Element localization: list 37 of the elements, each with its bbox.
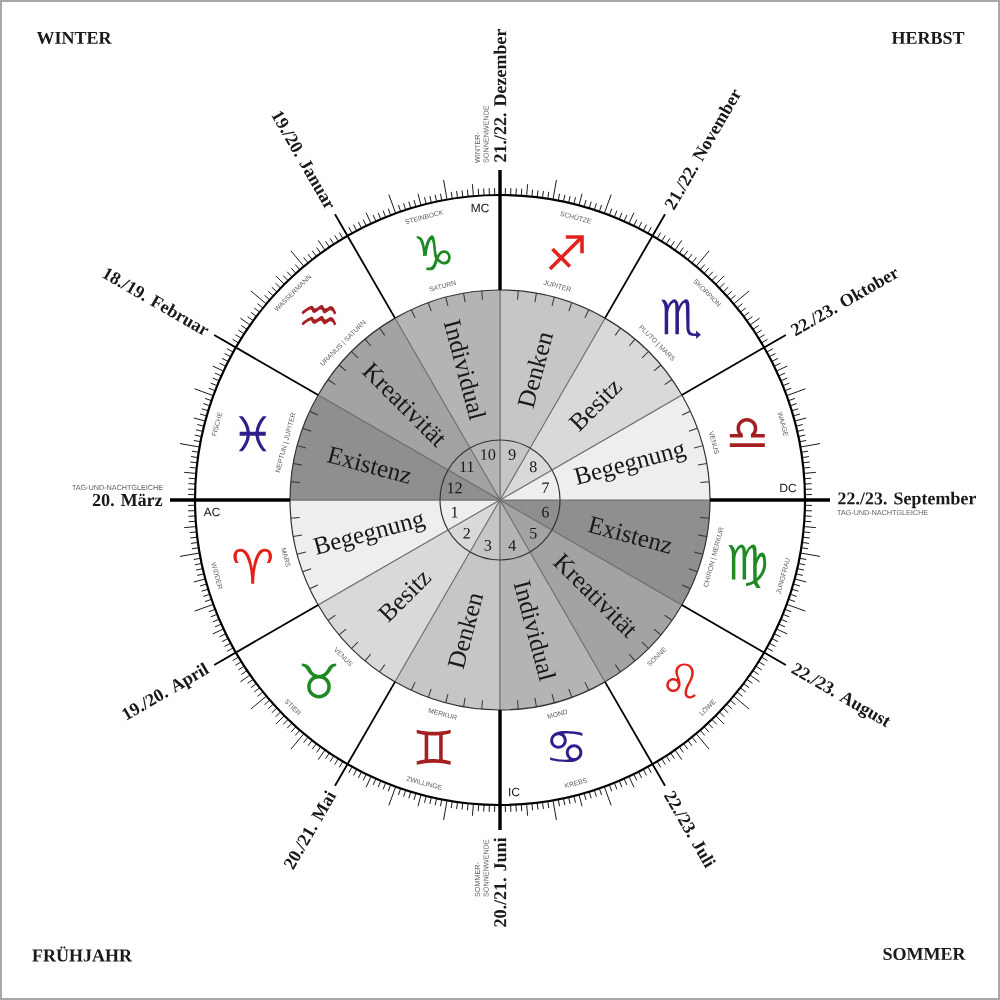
date-label: 21./22. Dezember [493, 29, 507, 162]
zodiac-symbol: ♌ [666, 663, 696, 699]
house-number: 6 [542, 506, 549, 518]
zodiac-symbol: ♈ [233, 548, 272, 584]
zodiac-symbol: ♎ [729, 418, 765, 447]
house-number: 7 [542, 482, 549, 494]
zodiac-symbol: ♐ [548, 235, 584, 271]
season-label: WINTER [36, 31, 112, 44]
date-label: 22./23. September [838, 491, 976, 509]
date-label: 20. März [92, 493, 163, 507]
season-label: FRÜHJAHR [32, 946, 133, 962]
zodiac-symbol: ♊ [416, 729, 451, 765]
house-number: 12 [448, 482, 462, 494]
house-number: 8 [529, 461, 537, 473]
zodiac-symbol: ♓ [238, 416, 267, 452]
season-label: HERBST [891, 31, 965, 45]
house-number: 10 [481, 449, 496, 460]
house-name: Denken [447, 594, 484, 670]
zodiac-symbol: ♉ [301, 663, 337, 699]
house-name: Existenz [326, 446, 411, 484]
house-number: 2 [463, 527, 470, 539]
house-number: 1 [452, 506, 458, 518]
house-name: Begegnung [312, 513, 426, 555]
house-name: Begegnung [573, 443, 687, 485]
house-number: 4 [508, 540, 516, 551]
zodiac-symbol: ♍ [728, 544, 767, 589]
house-number: 3 [484, 540, 492, 551]
zodiac-symbol: ♑ [416, 235, 451, 271]
house-name: Existenz [587, 516, 672, 554]
house-number: 9 [508, 449, 516, 460]
house-number: 5 [530, 527, 537, 539]
house-name: Denken [517, 333, 554, 409]
date-label: 20./21. Juni [493, 837, 507, 927]
house-number: 11 [460, 461, 474, 473]
house-name: Individual [443, 318, 487, 421]
zodiac-symbol: ♋ [550, 731, 583, 763]
season-label: SOMMER [883, 947, 966, 961]
